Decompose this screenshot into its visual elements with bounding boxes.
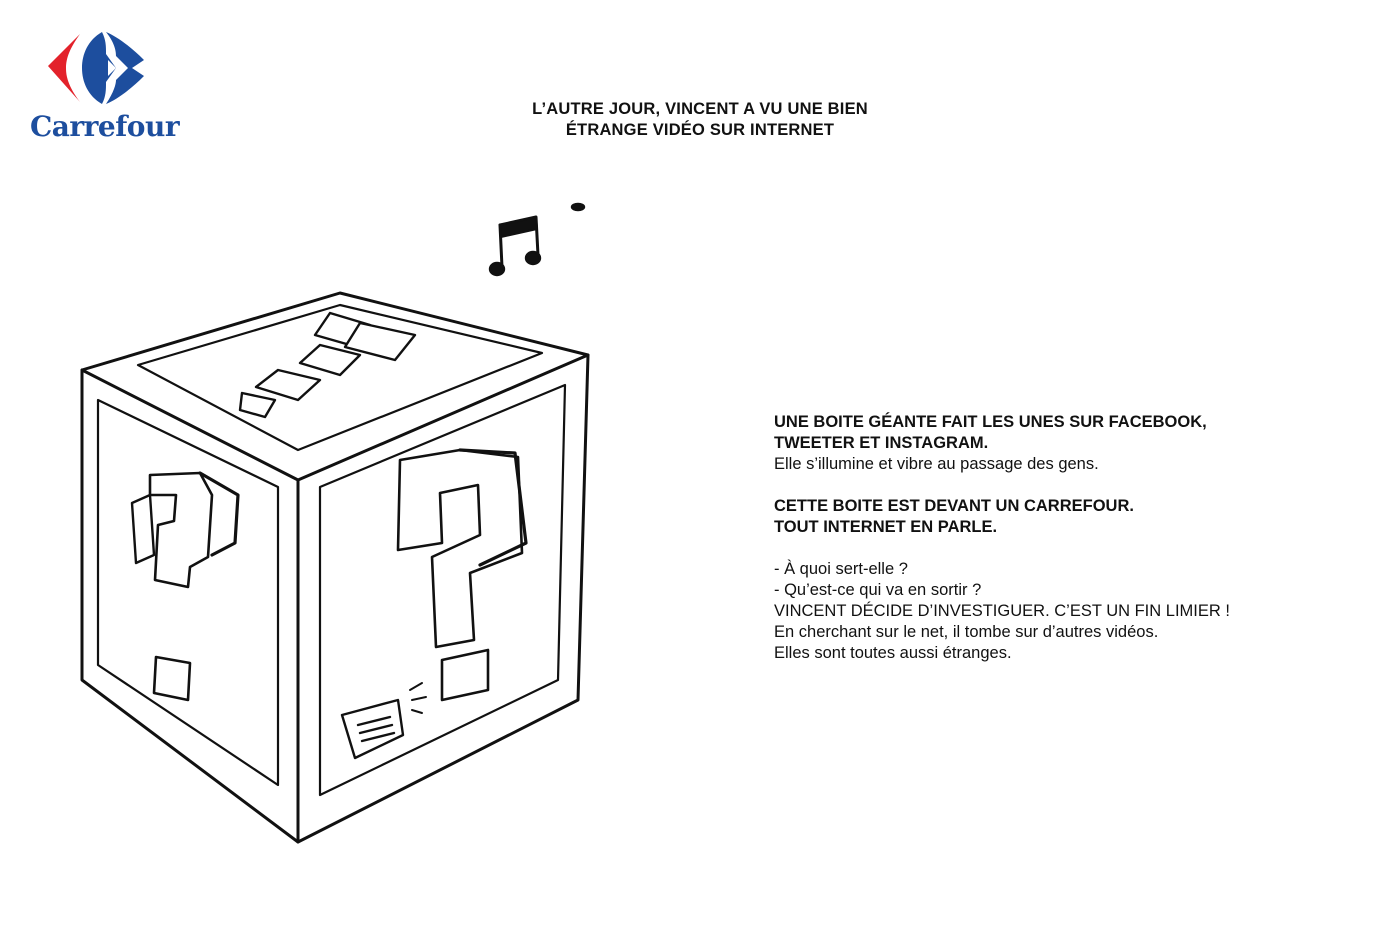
question-mark-icon bbox=[130, 471, 240, 702]
music-notes-icon bbox=[488, 202, 586, 277]
paragraph-2-bold-line-1: CETTE BOITE EST DEVANT UN CARREFOUR. bbox=[774, 497, 1134, 515]
brand-wordmark: Carrefour bbox=[30, 110, 180, 143]
paragraph-1-bold-line-2: TWEETER ET INSTAGRAM. bbox=[774, 434, 989, 452]
headline-line-1: L’AUTRE JOUR, VINCENT A VU UNE BIEN bbox=[532, 100, 868, 118]
paragraph-1-bold-line-1: UNE BOITE GÉANTE FAIT LES UNES SUR FACEB… bbox=[774, 413, 1207, 431]
carrefour-logo: Carrefour bbox=[30, 30, 180, 146]
investigate-line: VINCENT DÉCIDE D’INVESTIGUER. C’EST UN F… bbox=[774, 602, 1230, 620]
spacer bbox=[774, 475, 1334, 496]
question-mark-icon bbox=[396, 448, 528, 702]
question-mark-cube-illustration bbox=[80, 202, 590, 844]
question-1: - À quoi sert-elle ? bbox=[774, 560, 908, 578]
strange-line: Elles sont toutes aussi étranges. bbox=[774, 644, 1012, 662]
question-2: - Qu’est-ce qui va en sortir ? bbox=[774, 581, 982, 599]
speaker-icon bbox=[340, 682, 427, 760]
paragraph-2-bold-line-2: TOUT INTERNET EN PARLE. bbox=[774, 518, 998, 536]
spacer bbox=[774, 538, 1334, 559]
paragraph-1-text: Elle s’illumine et vibre au passage des … bbox=[774, 455, 1099, 473]
carrefour-logo-icon bbox=[48, 32, 144, 104]
story-text: UNE BOITE GÉANTE FAIT LES UNES SUR FACEB… bbox=[774, 412, 1334, 664]
headline-line-2: ÉTRANGE VIDÉO SUR INTERNET bbox=[565, 121, 835, 139]
search-line: En cherchant sur le net, il tombe sur d’… bbox=[774, 623, 1159, 641]
page-headline: L’AUTRE JOUR, VINCENT A VU UNE BIEN ÉTRA… bbox=[450, 99, 950, 141]
